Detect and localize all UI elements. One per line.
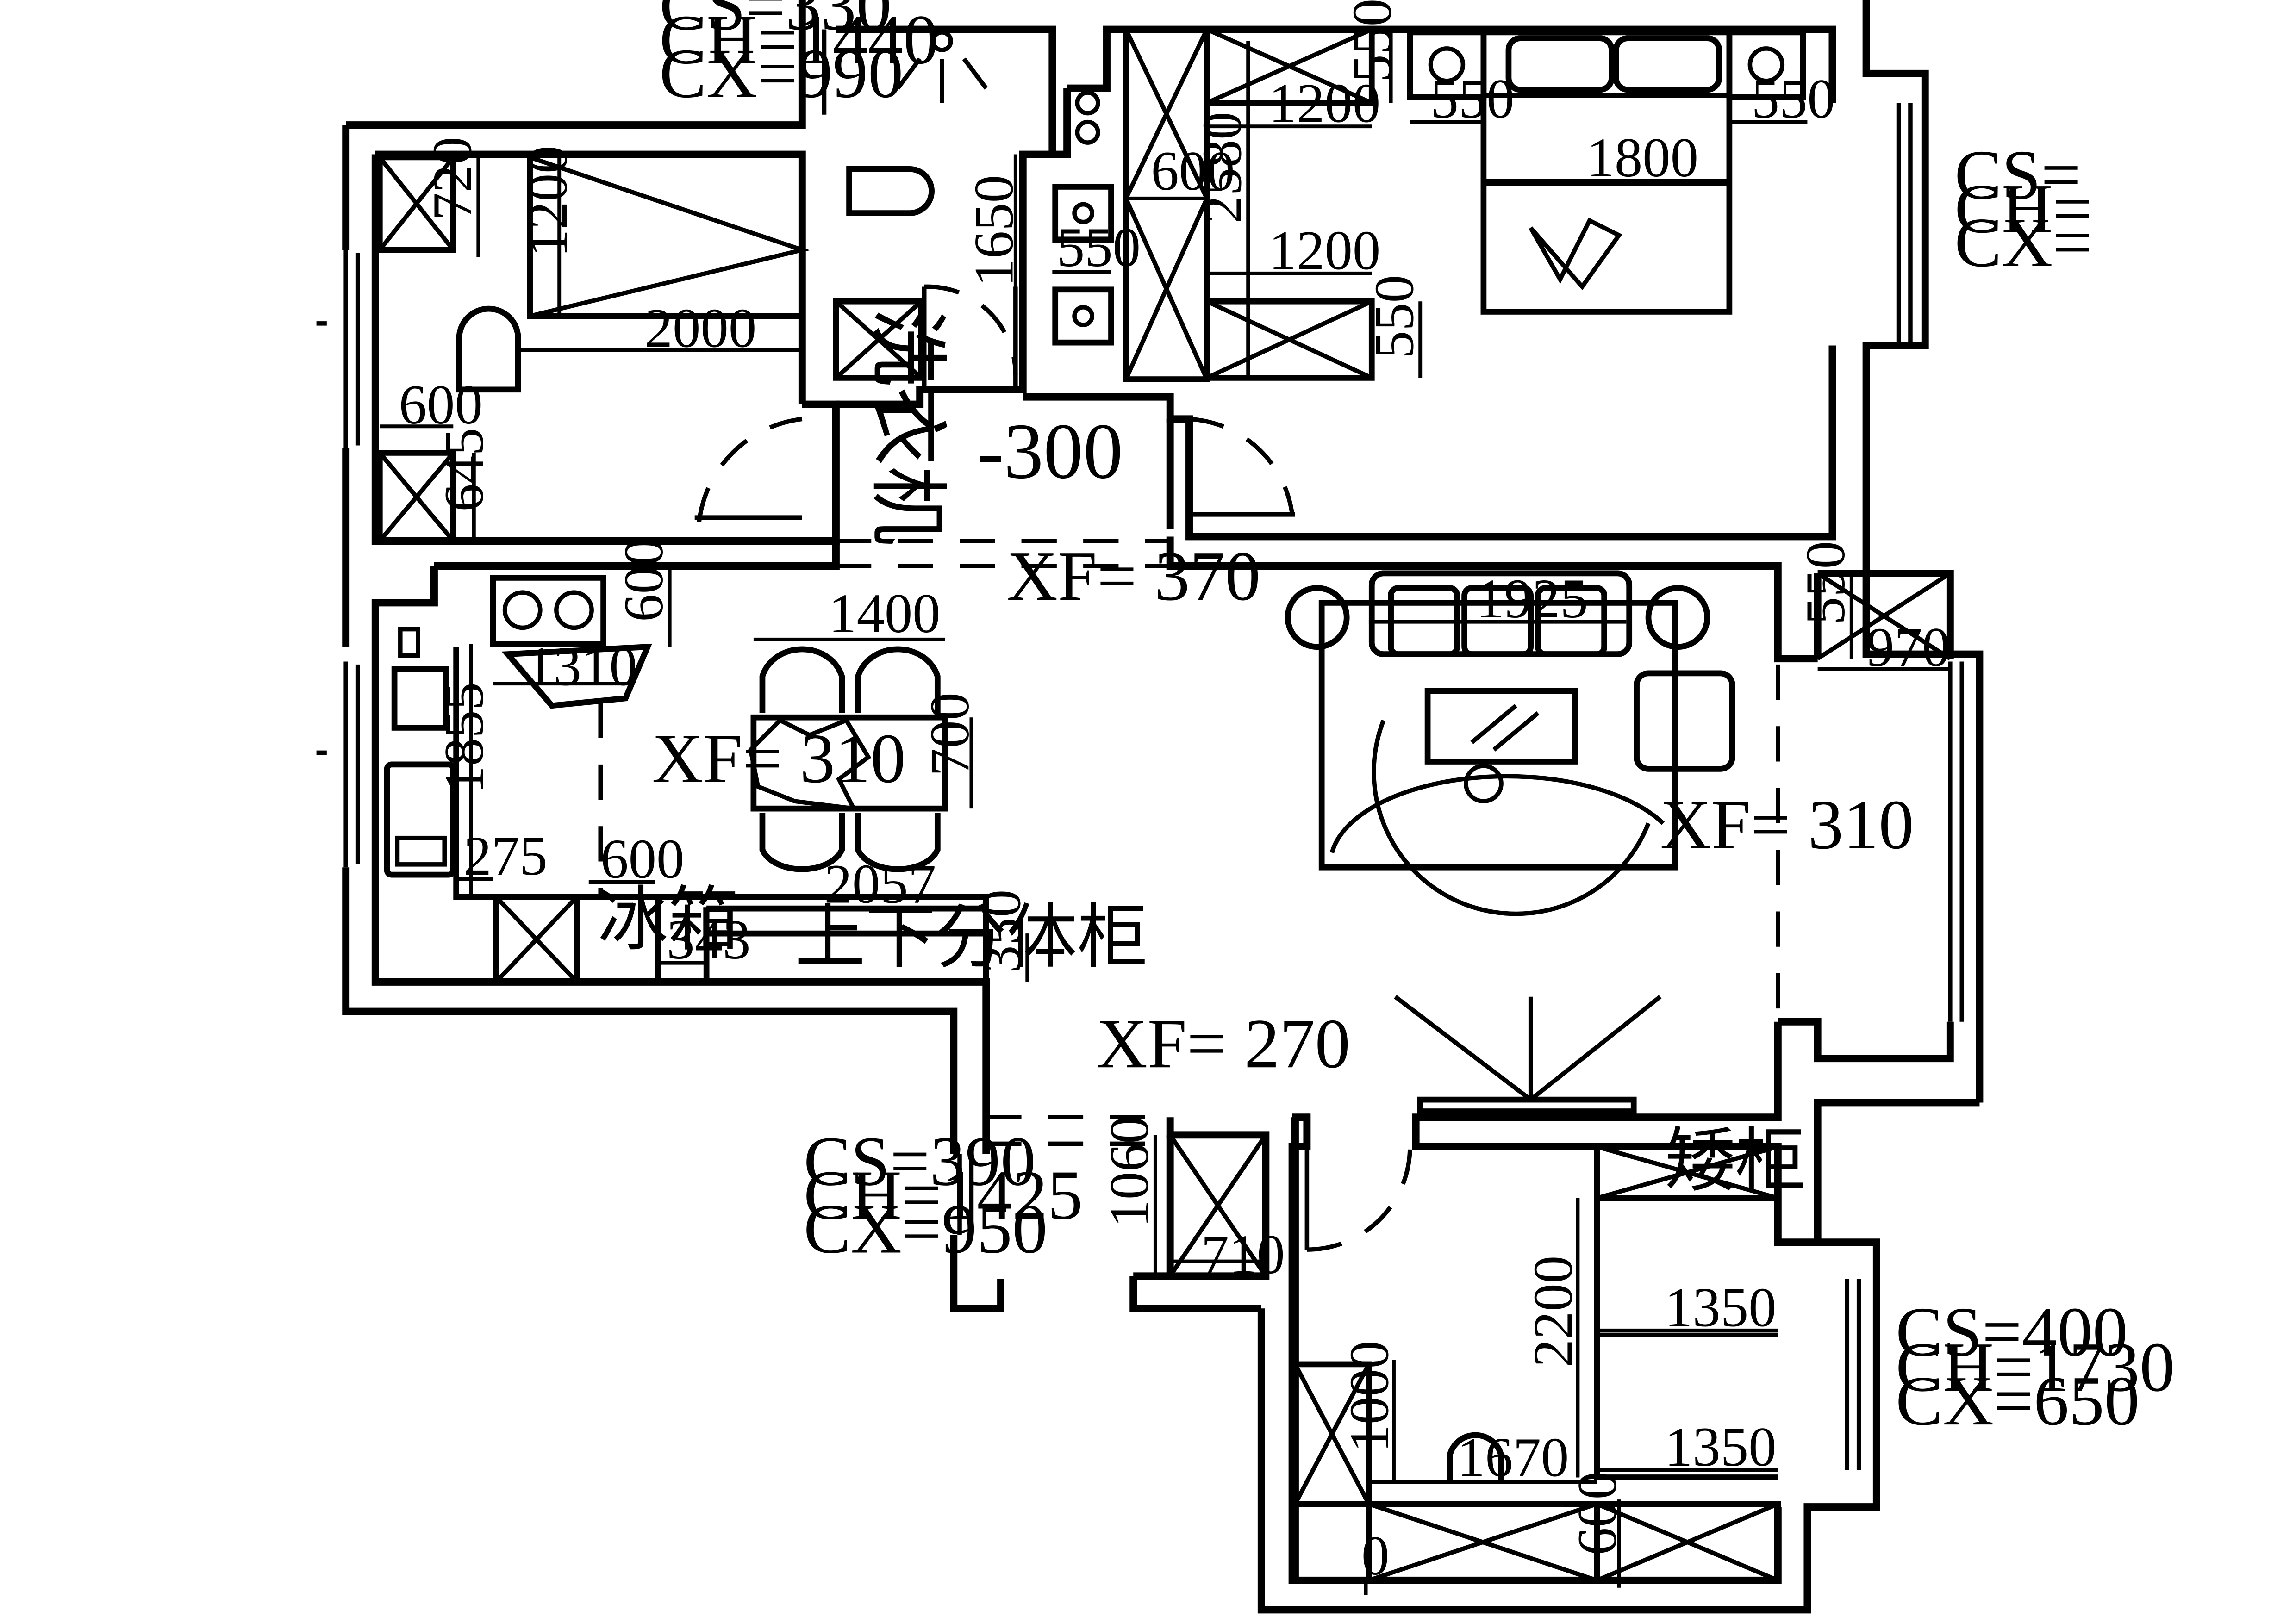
window-right-cx: CX=: [1954, 203, 2092, 281]
living-furniture: [1285, 570, 1735, 1114]
dim-dining-depth: 700: [919, 692, 981, 776]
window-annotation-bottom-left: CS=390 CH=1425 CX=950: [804, 1122, 1083, 1268]
label-low-cabinet: 矮柜: [1665, 1122, 1806, 1200]
study-furniture: [376, 154, 810, 544]
interior-walls: [371, 25, 1954, 1584]
dining-furniture: [748, 637, 973, 872]
dim-bed2-top-width: 1350: [1665, 1276, 1777, 1338]
label-fridge: 冰箱: [598, 881, 739, 959]
master-bedroom-furniture: [1123, 26, 1808, 382]
dim-entry-closet-width: 710: [1201, 1224, 1285, 1286]
dim-zero-mark: 0: [1361, 1525, 1389, 1587]
window-bl-cs: CS=390: [804, 1122, 1036, 1200]
window-annotation-bottom-right: CS=400 CH=1730 CX=650: [1896, 1293, 2175, 1440]
window-top-cs: CS=330: [659, 0, 892, 45]
dim-bed2-length: 2200: [1522, 1256, 1585, 1367]
window-bl-ch: CH=1425: [804, 1156, 1083, 1234]
level-entry: XF= 270: [1097, 1004, 1350, 1082]
windows: [316, 0, 1965, 1470]
window-right-ch: CH=: [1954, 169, 2092, 248]
dim-wardrobe-bottom-width: 1200: [1269, 219, 1381, 281]
dim-wardrobe-top-width: 1200: [1269, 73, 1381, 135]
opening-lines: [598, 539, 1780, 1146]
dim-sofa-length: 1925: [1476, 568, 1588, 630]
dim-study-shelf-height: 645: [433, 428, 495, 511]
dim-bed2-bottom-width: 1350: [1665, 1416, 1777, 1478]
window-annotation-right: CS= CH= CX=: [1954, 136, 2092, 281]
label-washing-machine: 洗衣机: [862, 307, 950, 546]
dim-fridge-gap: 343: [667, 909, 750, 971]
window-br-cs: CS=400: [1896, 1293, 2128, 1371]
dim-wardrobe-bottom-depth: 550: [1363, 275, 1425, 359]
level-hall: XF= 370: [1007, 537, 1260, 615]
dim-study-wardrobe-top: 720: [421, 137, 483, 220]
room-labels: 洗衣机 冰箱 上下分体柜 矮柜: [598, 307, 1806, 1200]
dim-wardrobe-top-depth: 550: [1341, 0, 1404, 82]
dim-kitchen-island: 1310: [525, 635, 637, 697]
dim-closet-length: 2580: [1191, 112, 1253, 223]
dim-cabinet-depth: 350: [970, 889, 1032, 973]
dim-closet-depth: 600: [1151, 140, 1235, 202]
window-bl-cx: CX=950: [804, 1190, 1048, 1268]
second-bedroom-furniture: [1292, 1144, 1781, 1595]
dim-entry-closet-height: 1060: [1098, 1116, 1160, 1227]
dim-bath-vanity: 1650: [963, 175, 1025, 286]
dim-desk2-depth: 1000: [1338, 1341, 1400, 1452]
dim-kitchen-sink-gap: 275: [464, 825, 548, 887]
label-split-cabinet: 上下分体柜: [795, 899, 1148, 977]
balcony-cabinet: [1816, 571, 1952, 671]
window-br-ch: CH=1730: [1896, 1328, 2175, 1406]
level-corridor: -300: [977, 407, 1123, 495]
dim-balcony-depth: 550: [1795, 541, 1857, 625]
entry-closet: [1153, 1133, 1268, 1277]
window-annotation-top: CS=330 CH=1440 CX=990: [659, 0, 938, 112]
kitchen-furniture: [384, 566, 1029, 985]
dim-study-desk-length: 2000: [645, 298, 757, 360]
dim-dining-width: 1400: [829, 583, 941, 645]
window-top-cx: CX=990: [659, 34, 903, 112]
level-living: XF= 310: [1660, 785, 1914, 864]
dim-kitchen-counter: 600: [613, 538, 675, 622]
dim-study-shelf-width: 600: [399, 374, 483, 436]
dim-desk2-length: 1670: [1457, 1426, 1569, 1488]
dimension-labels: 720 1200 2000 600 645 1650 550 600 2580 …: [399, 0, 1950, 1587]
window-br-cx: CX=650: [1896, 1362, 2140, 1440]
level-dining: XF= 310: [652, 719, 906, 797]
dim-sink-top: 550: [1057, 217, 1141, 279]
dim-kitchen-base: 600: [600, 828, 684, 890]
dim-nightstand-left: 550: [1430, 68, 1514, 130]
dim-kitchen-length: 1855: [433, 682, 495, 794]
window-top-ch: CH=1440: [659, 0, 938, 79]
dim-study-desk-depth: 1200: [517, 146, 579, 257]
floor-level-labels: -300 XF= 370 XF= 310 XF= 310 XF= 270: [652, 407, 1914, 1082]
dim-nightstand-right: 550: [1752, 68, 1835, 130]
window-right-cs: CS=: [1954, 136, 2081, 214]
dim-wardrobe2-depth: 600: [1566, 1472, 1628, 1555]
dim-balcony-width: 970: [1866, 616, 1950, 678]
dim-cabinet-length: 2057: [824, 853, 936, 915]
dim-bed-width: 1800: [1586, 127, 1698, 189]
bathroom-fixtures: [833, 30, 1114, 381]
